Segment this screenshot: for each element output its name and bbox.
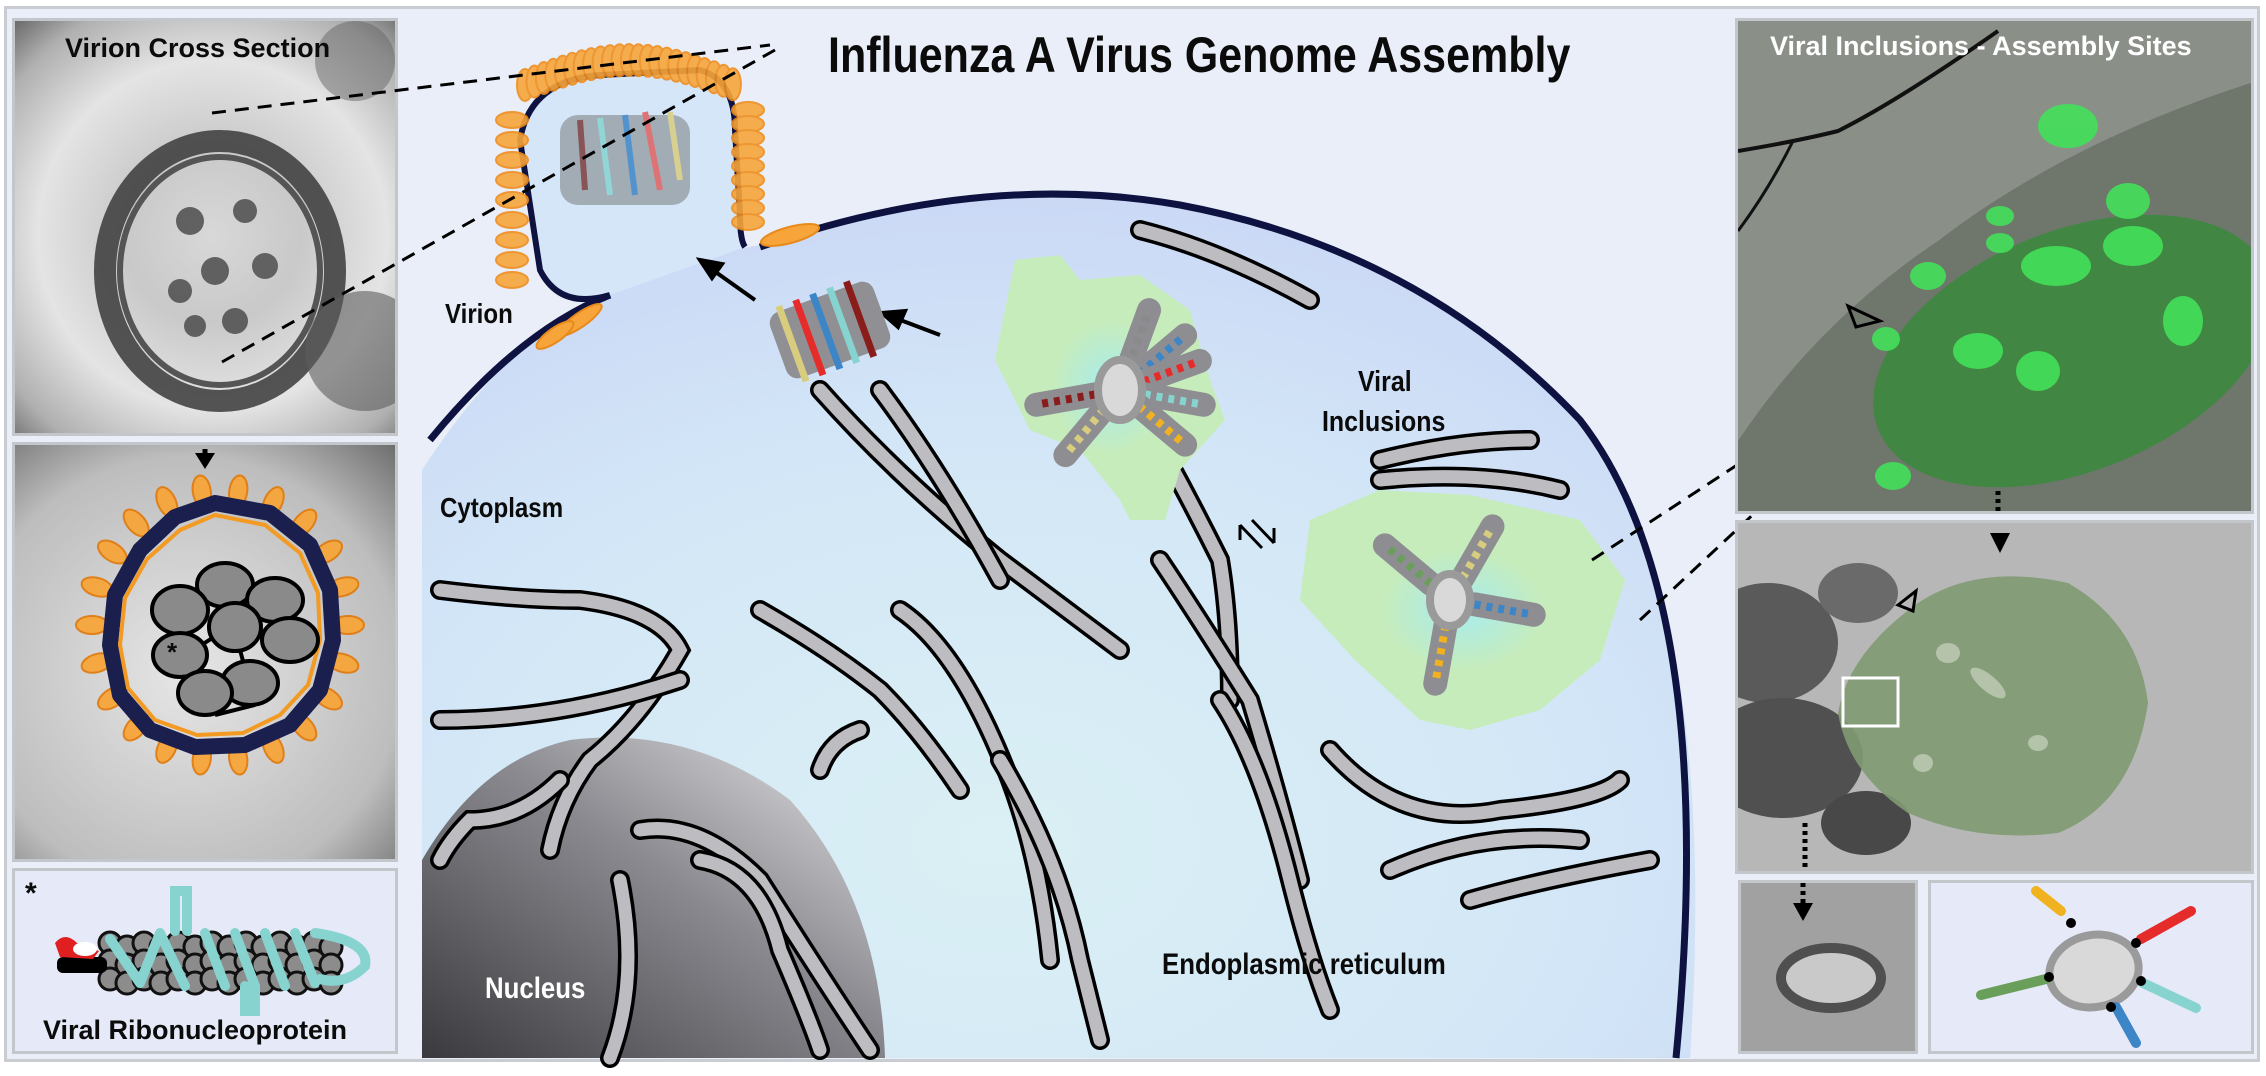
vesicle [1426,570,1474,630]
inclusion-em-image [1738,523,2251,871]
vrnp-rna [1142,357,1202,386]
vrnp-rna [1136,332,1188,377]
vrnp-vesicle-illustration [1976,886,2201,1048]
glycoprotein-spike [495,171,529,189]
nucleus [422,737,885,1058]
glycoprotein-spike [495,231,529,249]
vrnp-rna [1062,406,1107,458]
vrnp-rna [1459,524,1496,581]
label-virion: Virion [445,298,513,329]
vrnp-caption: Viral Ribonucleoprotein [43,1015,348,1045]
label-viral-inclusions-2: Inclusions [1322,406,1446,438]
label-nucleus: Nucleus [485,972,586,1005]
er-tubule [753,603,967,797]
er-tubule [1373,433,1537,467]
glycoprotein-spike [495,271,529,289]
vrnp-bundle-transit [769,280,891,383]
glycoprotein-spike [495,151,529,169]
er-tubule [633,822,877,1057]
dotted-arrow-down-icon [1793,903,1813,921]
arrowhead-marker-icon [1895,587,1919,614]
fluorescence-em-image [1738,21,2251,511]
er-tubule [813,723,867,777]
er-tubule [1323,743,1627,821]
er-tubule [1463,853,1657,907]
plasma-membrane [427,190,1691,1059]
label-viral-inclusions-1: Viral [1358,366,1412,398]
er-tubule [693,853,827,1057]
er-tubule [993,753,1107,1047]
er-tubule [1373,470,1567,497]
vrnp-rna [1431,623,1450,685]
arrowhead-marker-icon [1845,303,1885,329]
vesicle [1094,356,1146,424]
er-tubule [603,873,635,1065]
vrnp-panel: * Viral Ribonucleoprotein [12,868,398,1054]
er-tubule [1153,553,1307,887]
transport-arrows [695,257,941,337]
er-tubule [1383,831,1587,877]
inclusion-em-panel [1735,520,2254,874]
vrnp-tethered-vesicle-panel [1928,880,2254,1054]
er-tubule [433,673,687,727]
vrnp-rna [1035,390,1097,409]
er-tubule [1133,223,1317,307]
virion-cross-section-panel: Virion Cross Section [12,18,398,436]
vrnp-rna [1473,600,1535,619]
figure-title: Influenza A Virus Genome Assembly [828,27,1571,83]
glycoprotein-spike [495,111,529,129]
vrnp-illustration [55,886,371,1016]
label-endoplasmic-reticulum: Endoplasmic reticulum [1162,948,1446,981]
budding-virion [495,43,765,303]
viral-inclusion-upper [995,255,1225,520]
vrnp-rna [1143,390,1205,409]
vesicle-em-image [1741,883,1915,1051]
label-cytoplasm: Cytoplasm [440,492,564,523]
vrnp-rna [1136,403,1188,448]
er-tubule [433,773,567,867]
vrnp-rna [1124,308,1153,368]
equilibrium-arrows-icon [1238,518,1276,550]
virion-schematic [75,474,365,776]
glycoprotein-spike [495,251,529,269]
viral-inclusion-lower [1300,490,1625,730]
vrnp-rna [1382,542,1434,587]
virion-cross-section-title: Virion Cross Section [65,33,331,63]
fluorescence-panel-title: Viral Inclusions - Assembly Sites [1770,31,2192,61]
er-tubule [433,583,688,857]
er-tubule [1213,693,1337,1017]
endoplasmic-reticulum [430,220,1660,1068]
virion-em-image [94,21,395,412]
glycoprotein-spike [495,131,529,149]
er-tubule [873,383,1007,587]
vrnp-marker-asterisk: * [167,637,178,667]
fluorescence-panel: Viral Inclusions - Assembly Sites [1735,18,2254,514]
vesicle-zoom-panel [1738,880,1918,1054]
glycoprotein-spike [731,213,765,231]
glycoprotein-spike [495,211,529,229]
vrnp-panel-asterisk: * [25,877,37,910]
dotted-arrow-down-icon [195,445,215,469]
zoom-box [1841,676,1900,728]
virion-schematic-panel: * [12,442,398,862]
